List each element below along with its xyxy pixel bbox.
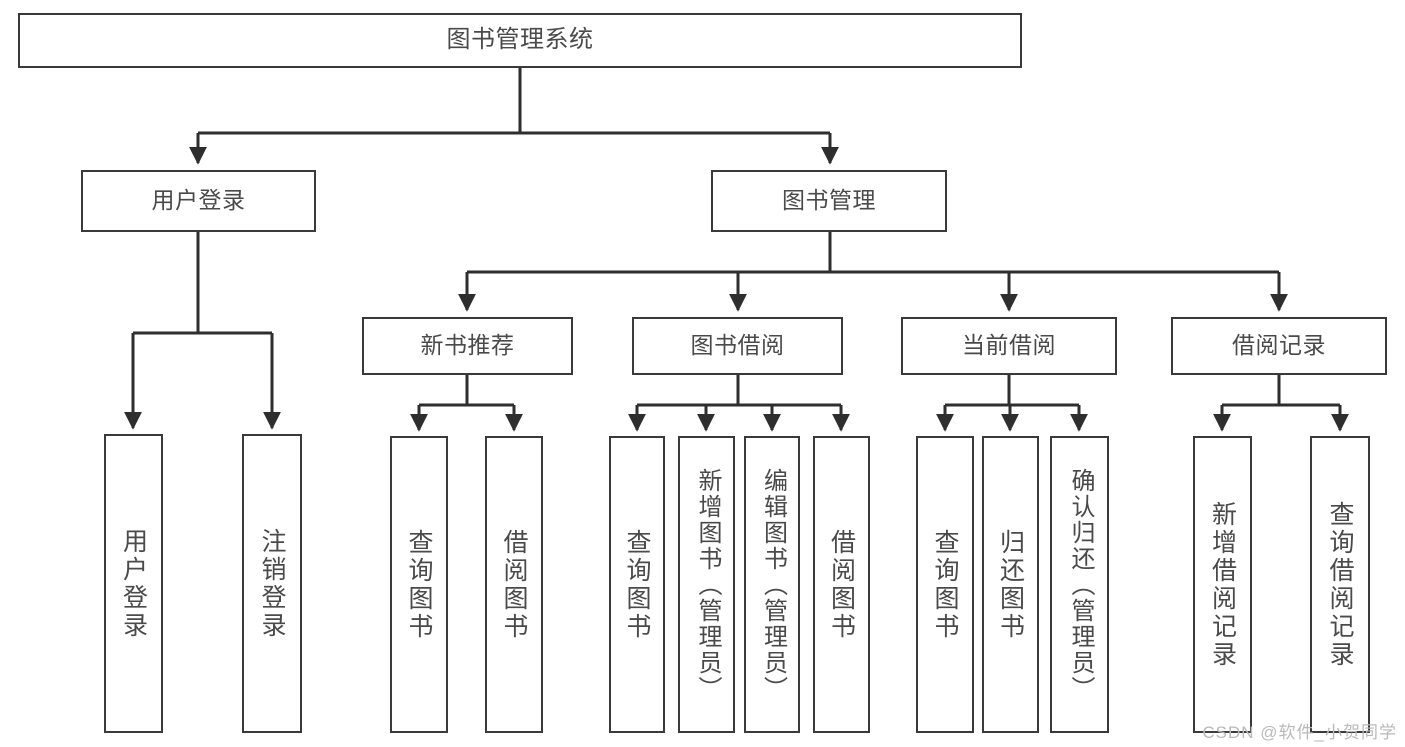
node-label: 图书管理系统: [446, 26, 594, 54]
node-label: 图书借阅: [690, 332, 785, 359]
node-label: 图书管理: [782, 187, 876, 214]
node-label: 归还图书: [996, 528, 1025, 641]
node-label: 借阅图书: [500, 528, 528, 641]
node-label: 查询图书: [405, 528, 433, 641]
node-label: 新书推荐: [420, 332, 515, 359]
leaf-book-borrow-query[interactable]: 查询图书: [609, 436, 665, 733]
leaf-user-login-logout[interactable]: 注销登录: [242, 434, 302, 733]
leaf-current-borrow-query[interactable]: 查询图书: [916, 436, 974, 733]
leaf-new-book-query[interactable]: 查询图书: [390, 436, 448, 733]
leaf-book-borrow-edit-admin[interactable]: 编辑图书（管理员）: [744, 436, 800, 733]
csdn-watermark: CSDN @软件_小贺同学: [1202, 723, 1397, 742]
node-label: 新增借阅记录: [1208, 500, 1237, 669]
node-label: 确认归还（管理员）: [1066, 467, 1094, 702]
node-label: 编辑图书（管理员）: [759, 467, 787, 702]
node-label: 新增图书（管理员）: [693, 467, 721, 702]
leaf-borrow-record-add[interactable]: 新增借阅记录: [1193, 436, 1252, 733]
leaf-book-borrow-add-admin[interactable]: 新增图书（管理员）: [678, 436, 735, 733]
node-borrow-record[interactable]: 借阅记录: [1171, 317, 1387, 375]
node-label: 查询图书: [931, 528, 959, 641]
node-label: 查询借阅记录: [1326, 500, 1354, 669]
node-book-borrow[interactable]: 图书借阅: [632, 317, 843, 375]
leaf-current-borrow-return[interactable]: 归还图书: [982, 436, 1039, 733]
leaf-current-borrow-confirm-return-admin[interactable]: 确认归还（管理员）: [1050, 436, 1109, 733]
node-current-borrow[interactable]: 当前借阅: [901, 317, 1117, 375]
node-label: 借阅记录: [1232, 332, 1326, 359]
leaf-user-login-login[interactable]: 用户登录: [104, 434, 163, 733]
node-label: 注销登录: [258, 527, 286, 640]
node-label: 用户登录: [151, 187, 246, 214]
leaf-new-book-borrow[interactable]: 借阅图书: [485, 436, 543, 733]
node-label: 用户登录: [119, 527, 148, 640]
leaf-book-borrow-borrow[interactable]: 借阅图书: [813, 436, 870, 733]
node-label: 查询图书: [623, 528, 651, 641]
node-user-login[interactable]: 用户登录: [81, 170, 316, 232]
node-label: 当前借阅: [962, 332, 1056, 359]
leaf-borrow-record-query[interactable]: 查询借阅记录: [1310, 436, 1370, 733]
node-book-management[interactable]: 图书管理: [711, 170, 947, 232]
node-new-book-recommend[interactable]: 新书推荐: [362, 317, 573, 375]
node-root-book-management-system[interactable]: 图书管理系统: [18, 13, 1022, 68]
node-label: 借阅图书: [827, 528, 856, 641]
